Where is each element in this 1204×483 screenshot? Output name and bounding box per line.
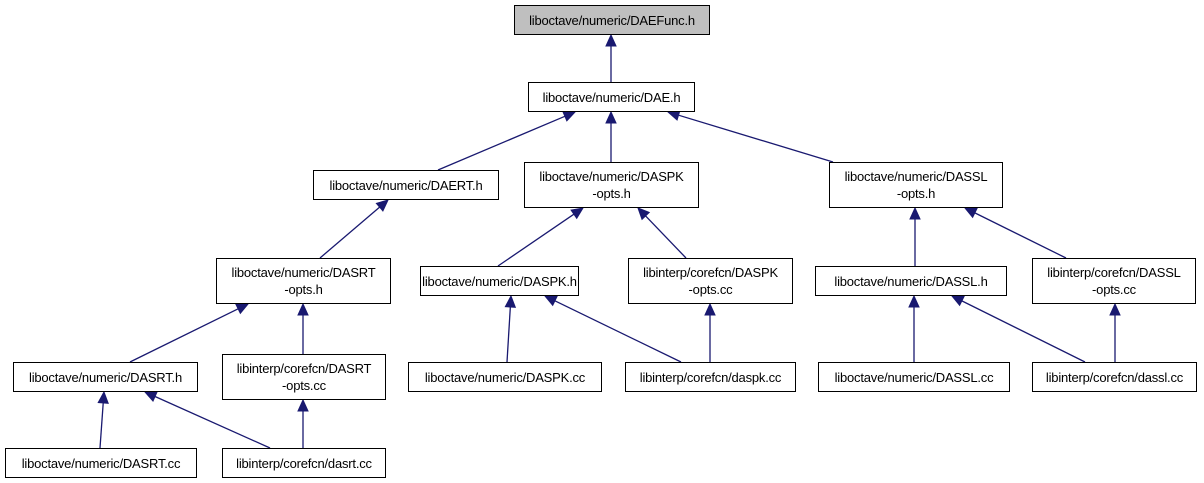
arrowhead-icon — [375, 199, 389, 212]
edge-line — [319, 206, 381, 259]
node-daspk-corefcn-cc[interactable]: libinterp/corefcn/daspk.cc — [625, 362, 796, 392]
edge-dassl_cc-to-dassl_h — [950, 295, 1086, 363]
edge-dasrt_h-to-dasrt_opts_h — [129, 303, 250, 363]
arrowhead-icon — [950, 295, 965, 307]
arrowhead-icon — [605, 110, 617, 124]
edge-line — [497, 213, 575, 267]
edge-daspk_opts_h-to-dae_h — [605, 110, 617, 162]
edge-line — [554, 300, 682, 363]
edge-line — [961, 300, 1086, 363]
edge-daspk_cc-to-daspk_h — [543, 295, 682, 363]
edge-line — [437, 115, 566, 171]
arrowhead-icon — [297, 398, 309, 412]
arrowhead-icon — [1109, 302, 1121, 316]
edge-dassl_opts_h-to-dae_h — [666, 109, 834, 163]
arrowhead-icon — [562, 111, 577, 122]
arrowhead-icon — [605, 33, 617, 47]
node-dassl-opts-cc[interactable]: libinterp/corefcn/DASSL -opts.cc — [1032, 258, 1196, 304]
node-dassl-numeric-cc[interactable]: liboctave/numeric/DASSL.cc — [818, 362, 1010, 392]
edge-dae_h-to-daefunc_h — [605, 33, 617, 82]
node-dassl-opts-h[interactable]: liboctave/numeric/DASSL -opts.h — [829, 162, 1003, 208]
edge-line — [974, 212, 1067, 259]
node-daspk-h[interactable]: liboctave/numeric/DASPK.h — [420, 266, 579, 296]
edge-line — [645, 215, 687, 259]
node-dasrt-h[interactable]: liboctave/numeric/DASRT.h — [13, 362, 198, 392]
edge-daspk_h-to-daspk_opts_h — [497, 207, 584, 267]
arrowhead-icon — [143, 391, 158, 402]
arrowhead-icon — [963, 207, 978, 219]
node-dassl-h[interactable]: liboctave/numeric/DASSL.h — [815, 266, 1007, 296]
edge-daspk_cc-to-daspk_opts_cc — [704, 302, 716, 362]
edge-line — [678, 114, 834, 163]
edge-dasrt_cc-to-dasrt_opts_cc — [297, 398, 309, 448]
edge-line — [129, 308, 239, 363]
arrowhead-icon — [504, 294, 517, 308]
node-dasrt-numeric-cc[interactable]: liboctave/numeric/DASRT.cc — [5, 448, 197, 478]
edge-dasrt_opts_cc-to-dasrt_opts_h — [297, 302, 309, 354]
edge-dassl_opts_cc-to-dassl_opts_h — [963, 207, 1067, 259]
arrowhead-icon — [235, 303, 250, 315]
edge-dasrt_cc-to-dasrt_h — [143, 391, 271, 449]
edge-line — [99, 402, 104, 449]
arrowhead-icon — [704, 302, 716, 316]
arrowhead-icon — [297, 302, 309, 316]
edge-dassl_num_cc-to-dassl_h — [908, 294, 920, 362]
edge-line — [154, 395, 271, 449]
arrowhead-icon — [637, 207, 651, 221]
node-daspk-opts-h[interactable]: liboctave/numeric/DASPK -opts.h — [524, 162, 699, 208]
edge-dasrt_opts_h-to-daert_h — [319, 199, 389, 259]
node-dasrt-opts-h[interactable]: liboctave/numeric/DASRT -opts.h — [216, 258, 391, 304]
edge-daspk_opts_cc-to-daspk_opts_h — [637, 207, 687, 259]
node-daspk-opts-cc[interactable]: libinterp/corefcn/DASPK -opts.cc — [628, 258, 793, 304]
edge-dasrt_num_cc-to-dasrt_h — [97, 390, 109, 449]
edge-daspk_num_cc-to-daspk_h — [504, 294, 517, 363]
edge-dassl_h-to-dassl_opts_h — [909, 206, 921, 266]
node-daspk-numeric-cc[interactable]: liboctave/numeric/DASPK.cc — [408, 362, 602, 392]
arrowhead-icon — [908, 294, 920, 308]
edge-dassl_cc-to-dassl_opts_cc — [1109, 302, 1121, 362]
node-dasrt-opts-cc[interactable]: libinterp/corefcn/DASRT -opts.cc — [222, 354, 386, 400]
node-daert-h[interactable]: liboctave/numeric/DAERT.h — [313, 170, 499, 200]
node-dasrt-corefcn-cc[interactable]: libinterp/corefcn/dasrt.cc — [222, 448, 386, 478]
arrowhead-icon — [909, 206, 921, 220]
node-dae-h[interactable]: liboctave/numeric/DAE.h — [528, 82, 695, 112]
arrowhead-icon — [570, 207, 584, 220]
edge-line — [506, 306, 511, 363]
arrowhead-icon — [97, 390, 109, 404]
node-dassl-corefcn-cc[interactable]: libinterp/corefcn/dassl.cc — [1032, 362, 1197, 392]
node-daefunc-h: liboctave/numeric/DAEFunc.h — [514, 5, 710, 35]
arrowhead-icon — [543, 295, 558, 307]
